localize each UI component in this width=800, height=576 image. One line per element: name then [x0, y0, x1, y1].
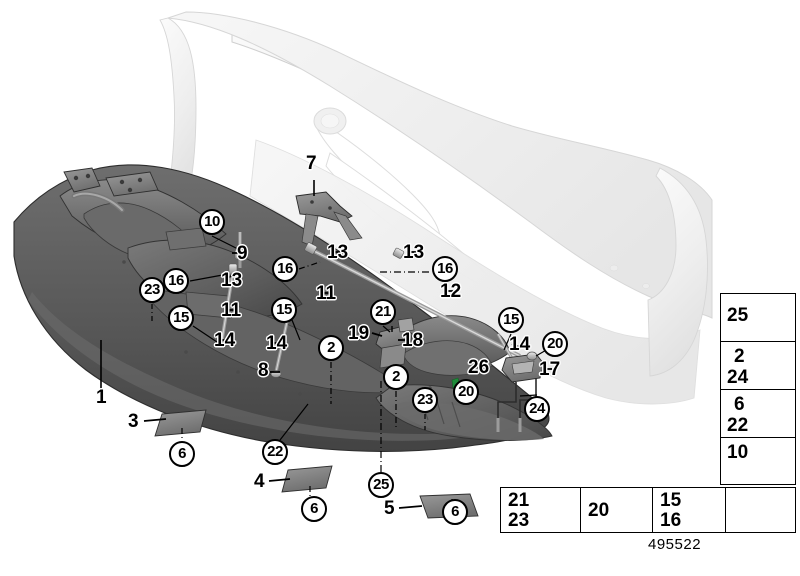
callout-plain-26: 26	[468, 357, 490, 378]
callout-circled-22: 22	[262, 439, 288, 465]
callout-plain-1: 1	[96, 387, 107, 408]
legend-row: 6 22	[721, 390, 795, 438]
parts-diagram-page: 25 2 24 6 22 10 21 23 20 15 16	[13, 11, 796, 553]
callout-circled-20: 20	[453, 379, 479, 405]
legend-row: 2 24	[721, 342, 795, 390]
legend-row: 10	[721, 438, 795, 486]
legend-cell: 15 16	[653, 488, 726, 532]
exploded-parts-illustration	[13, 11, 795, 526]
callout-circled-6: 6	[169, 441, 195, 467]
bracket-17-right	[496, 351, 545, 432]
callout-circled-2: 2	[318, 335, 344, 361]
legend-number: 22	[727, 415, 749, 436]
callout-circled-25: 25	[368, 472, 394, 498]
legend-cell: 21 23	[501, 488, 581, 532]
callout-plain-17: 17	[539, 359, 561, 380]
legend-bottom-hardware-table: 21 23 20 15 16	[500, 487, 796, 533]
callout-plain-13: 13	[403, 242, 425, 263]
callout-plain-7: 7	[306, 153, 317, 174]
callout-plain-11: 11	[221, 300, 242, 321]
callout-circled-6: 6	[442, 499, 468, 525]
callout-plain-4: 4	[254, 471, 265, 492]
callout-circled-16: 16	[163, 268, 189, 294]
callout-plain-12: 12	[440, 281, 462, 302]
legend-number: 15	[660, 490, 682, 511]
callout-circled-16: 16	[432, 256, 458, 282]
callout-plain-5: 5	[384, 498, 395, 519]
legend-row: 21 23 20 15 16	[501, 488, 795, 532]
callout-plain-18: 18	[402, 330, 424, 351]
legend-number: 2	[734, 346, 745, 367]
vehicle-body-phantom	[159, 11, 713, 405]
legend-number: 23	[508, 510, 530, 531]
callout-plain-3: 3	[128, 411, 139, 432]
callout-plain-14: 14	[214, 330, 236, 351]
callout-circled-6: 6	[301, 496, 327, 522]
center-support-bracket-7	[295, 180, 363, 247]
bracket-18-19-21	[375, 317, 415, 369]
callout-circled-10: 10	[199, 209, 225, 235]
legend-number: 24	[727, 367, 749, 388]
callout-circled-2: 2	[383, 364, 409, 390]
callout-circled-15: 15	[168, 305, 194, 331]
callout-circled-21: 21	[370, 299, 396, 325]
callout-circled-20: 20	[542, 331, 568, 357]
callout-plain-11: 11	[316, 283, 337, 304]
callout-plain-14: 14	[509, 334, 531, 355]
legend-cell-direction-arrow	[501, 532, 572, 576]
callout-plain-19: 19	[348, 323, 370, 344]
callout-circled-16: 16	[272, 256, 298, 282]
legend-cell: 20	[581, 488, 653, 532]
legend-number: 10	[727, 442, 749, 463]
document-number: 495522	[648, 536, 702, 553]
callout-circled-23: 23	[139, 277, 165, 303]
legend-right-hardware-table: 25 2 24 6 22 10	[720, 293, 796, 485]
callout-circled-24: 24	[524, 396, 550, 422]
callout-plain-9: 9	[237, 243, 248, 264]
callout-circled-15: 15	[271, 297, 297, 323]
legend-row: 25	[721, 294, 795, 342]
legend-number: 25	[727, 305, 749, 326]
callout-plain-13: 13	[327, 242, 349, 263]
callout-plain-13: 13	[221, 270, 243, 291]
legend-number: 6	[734, 394, 745, 415]
callout-circled-23: 23	[412, 387, 438, 413]
pad-3	[154, 409, 207, 437]
pad-4	[281, 465, 333, 493]
legend-number: 20	[588, 500, 610, 521]
callout-plain-8: 8	[258, 360, 269, 381]
legend-number: 21	[508, 490, 530, 511]
legend-number: 16	[660, 510, 682, 531]
callout-plain-14: 14	[266, 333, 288, 354]
leader-lines	[100, 235, 552, 518]
callout-circled-15: 15	[498, 307, 524, 333]
